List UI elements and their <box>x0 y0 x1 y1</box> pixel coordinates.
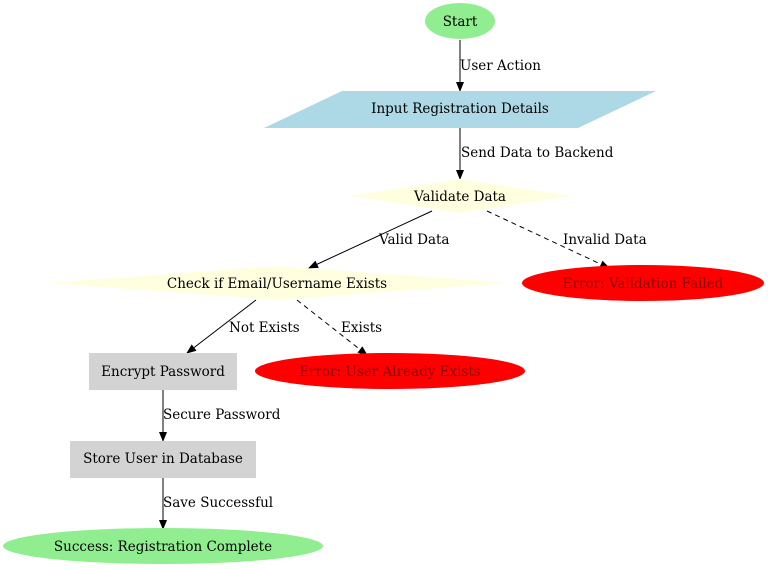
input-node-shape <box>264 91 656 128</box>
store-user-node-shape <box>70 441 256 478</box>
start-node-label: Start <box>443 14 478 30</box>
check-exists-node-label: Check if Email/Username Exists <box>167 276 387 292</box>
edge-validate-to-validation-error <box>486 210 610 269</box>
edge-label-save-successful: Save Successful <box>163 495 273 511</box>
edge-label-user-action: User Action <box>460 58 541 74</box>
edge-validate-to-check <box>308 210 433 269</box>
edges: User Action Send Data to Backend Valid D… <box>159 40 647 530</box>
encrypt-password-node-shape <box>89 353 237 390</box>
user-exists-error-node-label: Error: User Already Exists <box>299 364 480 380</box>
encrypt-password-node-label: Encrypt Password <box>101 364 225 380</box>
edge-label-invalid-data: Invalid Data <box>563 232 647 248</box>
edge-label-exists: Exists <box>341 320 382 336</box>
user-exists-error-node-shape <box>255 353 525 389</box>
store-user-node-label: Store User in Database <box>83 451 243 467</box>
check-exists-node-shape <box>47 266 507 300</box>
start-node-shape <box>425 3 495 39</box>
validate-node-label: Validate Data <box>413 189 506 205</box>
edge-label-send-data: Send Data to Backend <box>461 145 614 161</box>
validation-error-node-label: Error: Validation Failed <box>563 276 724 292</box>
input-node-label: Input Registration Details <box>371 101 549 117</box>
success-node-label: Success: Registration Complete <box>54 539 272 555</box>
validate-node-shape <box>350 179 570 213</box>
edge-label-secure-password: Secure Password <box>163 407 281 423</box>
edge-check-to-exists-error <box>296 299 368 356</box>
success-node-shape <box>3 528 323 564</box>
edge-label-not-exists: Not Exists <box>229 320 300 336</box>
validation-error-node-shape <box>522 265 764 301</box>
nodes: Start Input Registration Details Validat… <box>3 3 764 564</box>
edge-check-to-encrypt <box>186 299 257 354</box>
edge-label-valid-data: Valid Data <box>378 232 449 248</box>
